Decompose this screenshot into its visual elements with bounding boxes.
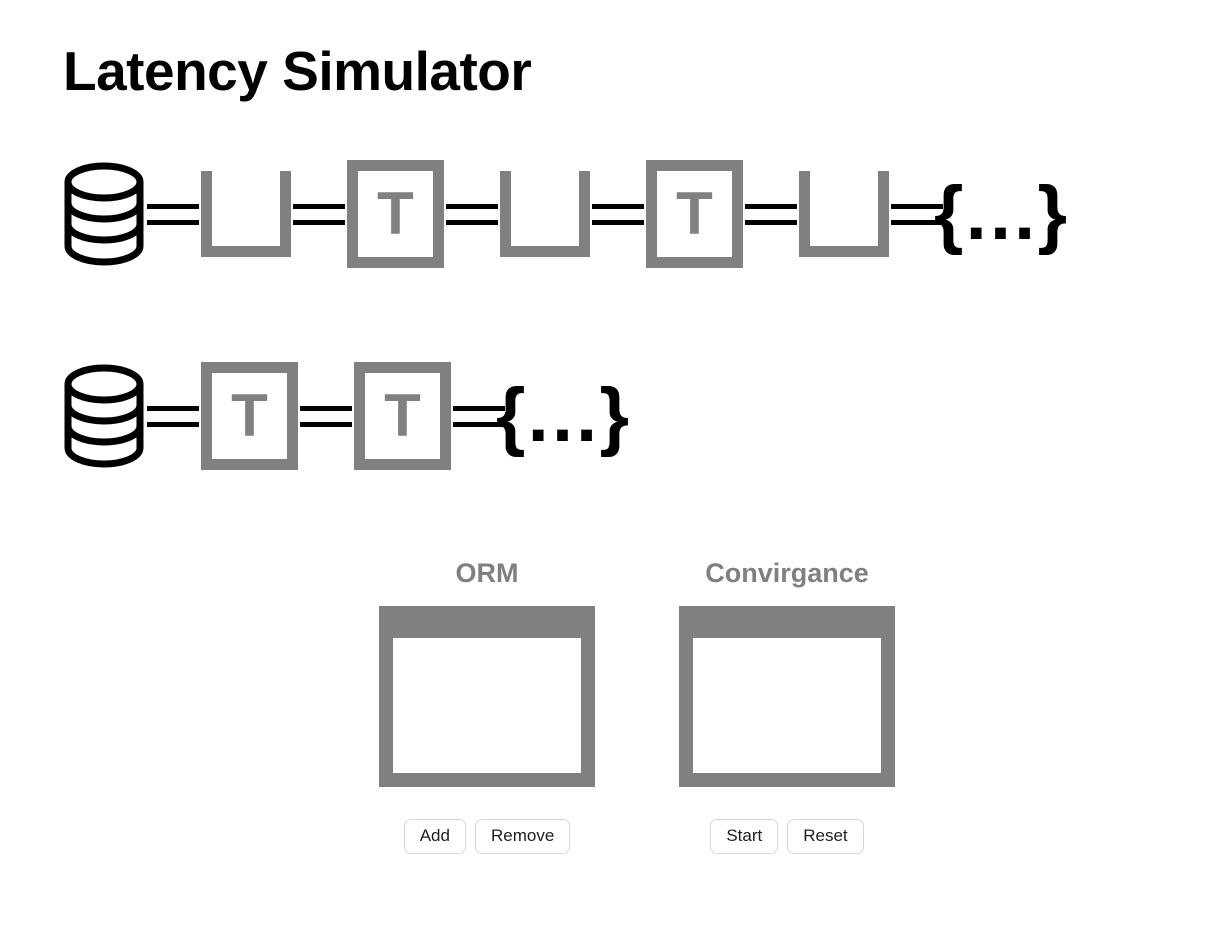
- equals-connector-icon: [590, 164, 646, 264]
- equals-connector-icon: [444, 164, 500, 264]
- json-object-icon: {…}: [934, 162, 1067, 266]
- bucket-shape: [500, 171, 590, 257]
- transform-box-icon: T: [347, 160, 444, 268]
- json-object-icon: {…}: [496, 364, 629, 468]
- transform-label: T: [646, 160, 743, 268]
- add-button[interactable]: Add: [403, 819, 466, 855]
- equals-connector-icon: [743, 164, 799, 264]
- transform-box-icon: T: [646, 160, 743, 268]
- panel-canvas-convirgance[interactable]: [693, 638, 881, 773]
- panel-frame-convirgance: [679, 606, 895, 787]
- transform-label: T: [201, 362, 298, 470]
- json-object-label: {…}: [933, 171, 1067, 256]
- pipeline-row-orm: T T {…}: [63, 160, 1067, 268]
- equals-connector-icon: [291, 164, 347, 264]
- panel-label-convirgance: Convirgance: [705, 558, 869, 588]
- remove-button[interactable]: Remove: [474, 819, 571, 855]
- bucket-shape: [201, 171, 291, 257]
- equals-connector-icon: [889, 164, 945, 264]
- json-object-label: {…}: [495, 373, 629, 458]
- panel-label-orm: ORM: [455, 558, 519, 588]
- transform-box-icon: T: [354, 362, 451, 470]
- bucket-icon: [799, 162, 889, 266]
- transform-box-icon: T: [201, 362, 298, 470]
- bucket-shape: [799, 171, 889, 257]
- reset-button[interactable]: Reset: [787, 819, 864, 855]
- equals-connector-icon: [145, 366, 201, 466]
- panel-canvas-orm[interactable]: [393, 638, 581, 773]
- database-icon: [63, 364, 145, 468]
- equals-connector-icon: [451, 366, 507, 466]
- equals-connector-icon: [298, 366, 354, 466]
- page-title: Latency Simulator: [63, 40, 532, 102]
- bucket-icon: [500, 162, 590, 266]
- start-button[interactable]: Start: [710, 819, 779, 855]
- database-icon: [63, 162, 145, 266]
- equals-connector-icon: [145, 164, 201, 264]
- bucket-icon: [201, 162, 291, 266]
- panel-frame-orm: [379, 606, 595, 787]
- transform-label: T: [354, 362, 451, 470]
- transform-label: T: [347, 160, 444, 268]
